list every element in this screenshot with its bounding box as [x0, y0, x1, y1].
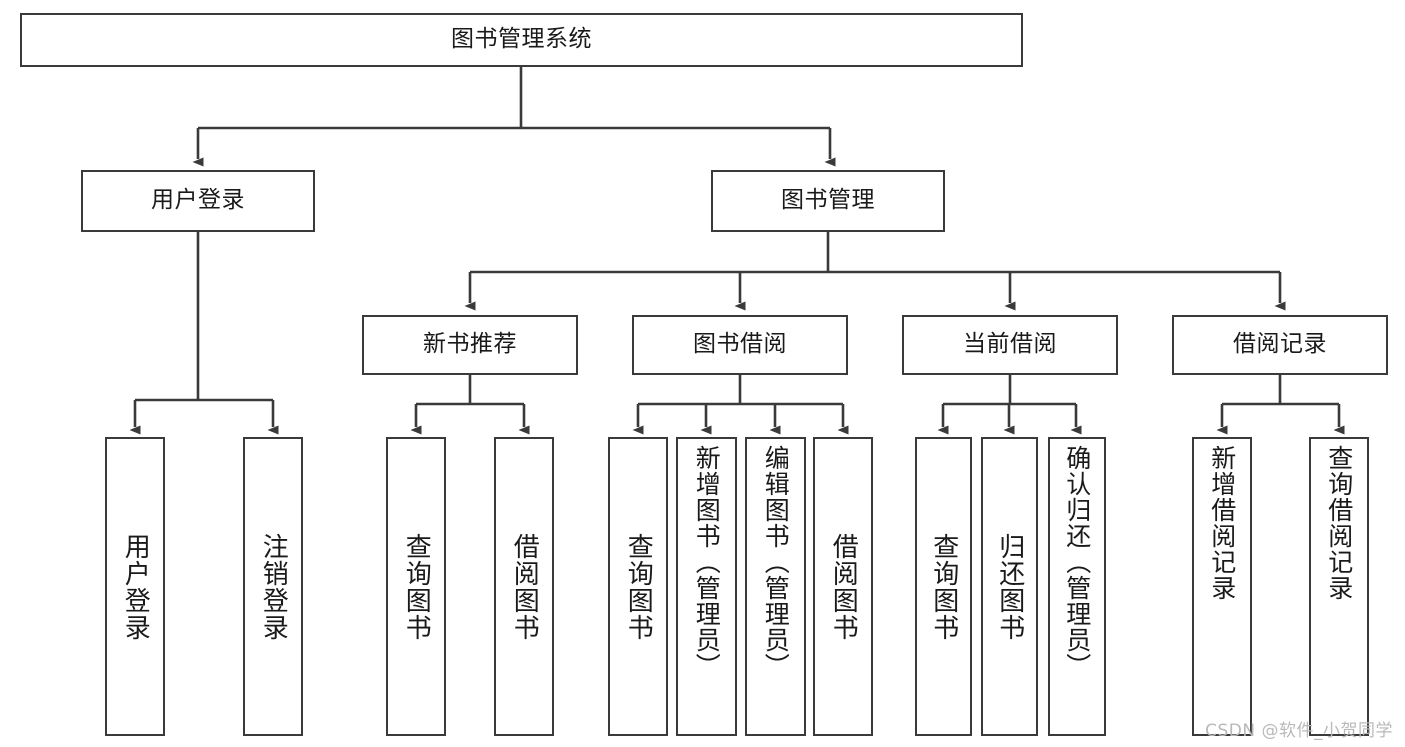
- leaf-add-record-label: 新增借阅记录: [1207, 445, 1237, 601]
- leaf-borrow-book-2-label: 借阅图书: [828, 532, 859, 641]
- node-current-borrow-label: 当前借阅: [963, 331, 1057, 358]
- leaf-logout-login-label: 注销登录: [258, 532, 289, 641]
- node-book-borrow-label: 图书借阅: [693, 331, 787, 358]
- leaf-query-book-2-label: 查询图书: [623, 532, 654, 641]
- node-book-manage[interactable]: 图书管理: [711, 170, 945, 232]
- leaf-confirm-return[interactable]: 确认归还（管理员）: [1048, 437, 1106, 736]
- node-root[interactable]: 图书管理系统: [20, 13, 1023, 67]
- leaf-logout-login[interactable]: 注销登录: [243, 437, 303, 736]
- node-new-book-recommend[interactable]: 新书推荐: [362, 315, 578, 375]
- leaf-edit-book-label: 编辑图书（管理员）: [761, 445, 791, 679]
- node-user-login-label: 用户登录: [151, 187, 245, 214]
- leaf-edit-book[interactable]: 编辑图书（管理员）: [745, 437, 806, 736]
- node-book-manage-label: 图书管理: [781, 187, 875, 214]
- leaf-add-record[interactable]: 新增借阅记录: [1192, 437, 1252, 736]
- leaf-query-book-1[interactable]: 查询图书: [386, 437, 446, 736]
- leaf-query-record-label: 查询借阅记录: [1324, 445, 1354, 601]
- node-borrow-record-label: 借阅记录: [1233, 331, 1327, 358]
- leaf-return-book-label: 归还图书: [994, 532, 1025, 641]
- node-book-borrow[interactable]: 图书借阅: [632, 315, 848, 375]
- leaf-add-book[interactable]: 新增图书（管理员）: [676, 437, 737, 736]
- leaf-add-book-label: 新增图书（管理员）: [692, 445, 722, 679]
- leaf-borrow-book-1[interactable]: 借阅图书: [494, 437, 554, 736]
- node-borrow-record[interactable]: 借阅记录: [1172, 315, 1388, 375]
- node-new-book-recommend-label: 新书推荐: [423, 331, 517, 358]
- node-user-login[interactable]: 用户登录: [81, 170, 315, 232]
- node-current-borrow[interactable]: 当前借阅: [902, 315, 1118, 375]
- leaf-query-book-3-label: 查询图书: [928, 532, 959, 641]
- csdn-watermark: CSDN @软件_小贺同学: [1205, 721, 1393, 741]
- node-root-label: 图书管理系统: [451, 26, 592, 53]
- leaf-query-book-3[interactable]: 查询图书: [915, 437, 972, 736]
- leaf-borrow-book-2[interactable]: 借阅图书: [813, 437, 873, 736]
- leaf-user-login-label: 用户登录: [120, 532, 151, 641]
- leaf-query-book-1-label: 查询图书: [401, 532, 432, 641]
- leaf-user-login[interactable]: 用户登录: [105, 437, 165, 736]
- leaf-borrow-book-1-label: 借阅图书: [509, 532, 540, 641]
- leaf-confirm-return-label: 确认归还（管理员）: [1062, 445, 1092, 679]
- leaf-return-book[interactable]: 归还图书: [981, 437, 1038, 736]
- leaf-query-record[interactable]: 查询借阅记录: [1309, 437, 1369, 736]
- leaf-query-book-2[interactable]: 查询图书: [608, 437, 668, 736]
